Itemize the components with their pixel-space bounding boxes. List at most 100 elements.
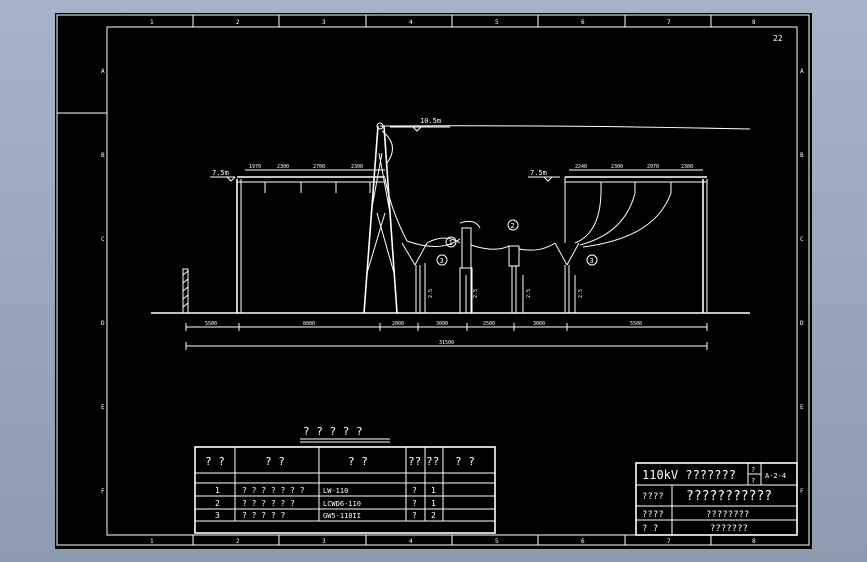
- bom-row-3: 3 ? ? ? ? ? GW5-110II ? 2: [215, 511, 436, 520]
- eq-height: 2.5: [428, 289, 434, 298]
- height-left-label: 7.5m: [212, 169, 229, 177]
- scale-bottom: ?: [751, 477, 755, 485]
- ruler-label: 5: [495, 19, 499, 26]
- ruler-label: 1: [150, 538, 154, 545]
- bom-cell: ?: [412, 511, 417, 520]
- v-insulator-right: [554, 242, 580, 313]
- ruler-label: 4: [409, 538, 413, 545]
- dim-label: 8000: [303, 321, 315, 327]
- ruler-label: 8: [752, 538, 756, 545]
- ruler-label: 5: [495, 538, 499, 545]
- bom-cell: ? ? ? ? ? ?: [242, 499, 295, 508]
- span-label: 2240: [575, 164, 587, 170]
- height-right-label: 7.5m: [530, 169, 547, 177]
- left-ruler-labels: A B C D E F: [101, 68, 105, 495]
- callout-3-right: 3: [586, 254, 598, 266]
- bom-row-1: 1 ? ? ? ? ? ? ? LW-110 ? 1: [215, 486, 436, 495]
- title-block: 110kV ??????? ? ? A-2-4 ???? ???????????…: [635, 462, 798, 536]
- bom-cell: LW-110: [323, 487, 348, 495]
- elevation-drawing: 1970 2300 2700 2300 7.5m 10.5m: [151, 117, 751, 350]
- eq-height: 2.5: [473, 289, 479, 298]
- callout-2: 2: [507, 219, 519, 231]
- tb-value-3: ???????: [710, 524, 748, 534]
- drawing-canvas: 1 2 3 4 5 6 7 8 1 2 3 4 5 6 7 8 A B C D …: [56, 14, 810, 546]
- bom-header: ??: [408, 455, 421, 468]
- bom-header: ? ?: [455, 455, 475, 468]
- right-span-labels: 2240 2300 2970 2300: [575, 164, 693, 170]
- bom-cell: ?: [412, 486, 417, 495]
- tb-label-2: ????: [642, 510, 664, 520]
- ruler-label: D: [800, 320, 804, 327]
- ruler-label: F: [800, 488, 804, 495]
- scale-top: ?: [751, 466, 755, 474]
- dim-label: 2500: [483, 321, 495, 327]
- bom-cell: ?: [412, 499, 417, 508]
- drawing-sheet: 1 2 3 4 5 6 7 8 1 2 3 4 5 6 7 8 A B C D …: [55, 13, 812, 549]
- tb-label-3: ? ?: [642, 524, 658, 534]
- drawing-number: A-2-4: [765, 472, 786, 480]
- ruler-label: C: [800, 236, 804, 243]
- ruler-label: 6: [581, 19, 585, 26]
- right-ruler-labels: A B C D E F: [800, 68, 804, 495]
- span-label: 2300: [681, 164, 693, 170]
- bom-cell: 1: [215, 486, 220, 495]
- bom-cell: ? ? ? ? ?: [242, 511, 286, 520]
- bom-table: ? ? ? ? ? ? ? ? ? ? ? ?? ?? ? ? 1 ? ? ? …: [194, 425, 496, 534]
- ruler-label: 2: [236, 19, 240, 26]
- ruler-label: A: [101, 68, 105, 75]
- bom-cell: 3: [215, 511, 220, 520]
- bom-header: ? ?: [348, 455, 368, 468]
- lattice-tower: [363, 122, 398, 314]
- bom-cell: LCWD6-110: [323, 500, 361, 508]
- ruler-label: 7: [667, 538, 671, 545]
- bom-cell: 1: [431, 486, 436, 495]
- ruler-label: 3: [322, 538, 326, 545]
- bom-cell: 2: [431, 511, 436, 520]
- dim-label: 5500: [630, 321, 642, 327]
- bom-cell: 2: [215, 499, 220, 508]
- v-insulator-left: [401, 242, 428, 313]
- ruler-label: 3: [322, 19, 326, 26]
- ruler-label: 7: [667, 19, 671, 26]
- outer-frame: [56, 14, 810, 546]
- right-gantry: [564, 176, 708, 313]
- bom-cell: ? ? ? ? ? ? ?: [242, 486, 305, 495]
- project-title: 110kV ???????: [642, 468, 736, 482]
- total-dim-label: 31500: [439, 340, 454, 346]
- overhead-line: [379, 125, 751, 130]
- left-gantry: [236, 176, 385, 313]
- ruler-label: E: [800, 404, 804, 411]
- bom-cell: GW5-110II: [323, 512, 361, 520]
- bom-title: ? ? ? ? ?: [303, 425, 363, 438]
- equipment-heights: 2.5 2.5 2.5 2.5: [428, 289, 584, 298]
- ruler-ticks: [57, 15, 712, 545]
- ruler-label: 8: [752, 19, 756, 26]
- ruler-label: B: [800, 152, 804, 159]
- callout-1: 1: [445, 236, 457, 248]
- ruler-label: B: [101, 152, 105, 159]
- callout-label: 3: [590, 257, 594, 265]
- dim-label: 5500: [205, 321, 217, 327]
- ruler-label: 6: [581, 538, 585, 545]
- eq-height: 2.5: [578, 289, 584, 298]
- bom-header: ? ?: [265, 455, 285, 468]
- tb-value-1: ???????????: [686, 489, 772, 504]
- callout-label: 2: [511, 222, 515, 230]
- bom-header: ? ?: [205, 455, 225, 468]
- span-label: 2300: [351, 164, 363, 170]
- top-ruler-labels: 1 2 3 4 5 6 7 8: [150, 19, 756, 26]
- bom-headers: ? ? ? ? ? ? ?? ?? ? ?: [205, 455, 475, 468]
- ruler-label: 1: [150, 19, 154, 26]
- span-label: 2300: [611, 164, 623, 170]
- ruler-label: E: [101, 404, 105, 411]
- dim-label: 3000: [533, 321, 545, 327]
- ruler-label: 4: [409, 19, 413, 26]
- callout-label: 1: [449, 239, 453, 247]
- page-number: 22: [773, 34, 783, 43]
- tb-label-1: ????: [642, 492, 664, 502]
- tb-value-2: ????????: [706, 510, 749, 520]
- dim-label: 2000: [392, 321, 404, 327]
- callout-label: 3: [440, 257, 444, 265]
- bottom-dim-labels: 5500 8000 2000 3000 2500 3000 5500: [205, 321, 642, 327]
- ruler-label: 2: [236, 538, 240, 545]
